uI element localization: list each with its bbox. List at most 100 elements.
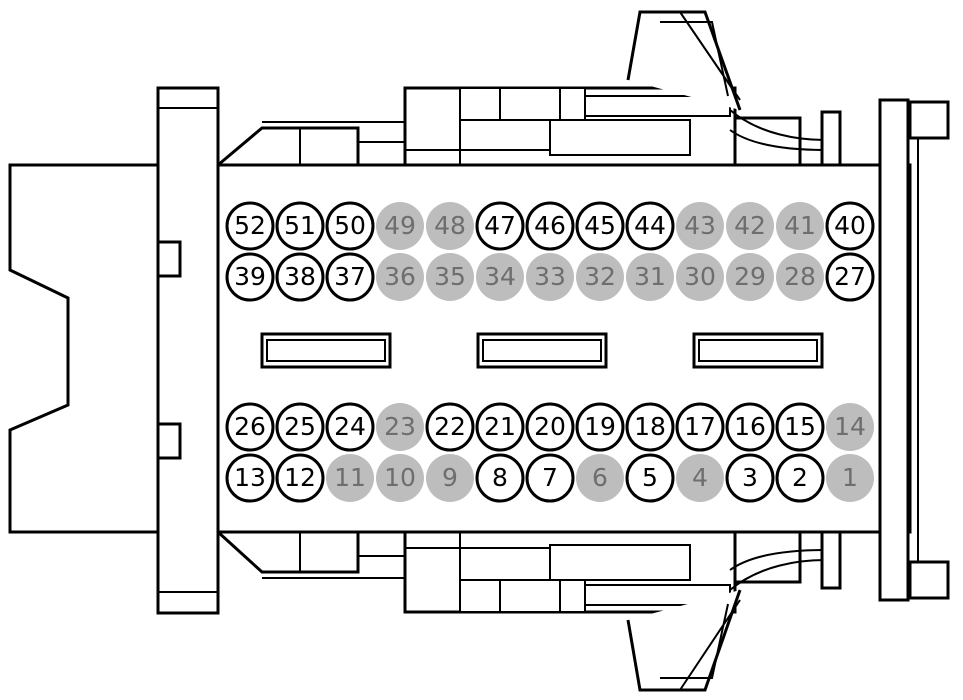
key-slot-inner — [266, 339, 386, 362]
pin-circle-unused — [426, 202, 474, 250]
pin-circle-used — [425, 402, 475, 452]
pin-circle-unused — [526, 253, 574, 301]
pin-16: 16 — [725, 402, 775, 452]
pin-circle-used — [525, 402, 575, 452]
lower-ramp — [216, 530, 360, 574]
upper-ramp — [217, 126, 360, 167]
pin-33: 33 — [526, 253, 574, 301]
pin-circle-unused — [326, 454, 374, 502]
left-flange — [156, 86, 220, 615]
pin-17: 17 — [675, 402, 725, 452]
pin-3: 3 — [725, 453, 775, 503]
pin-label: 41 — [784, 211, 816, 240]
pin-35: 35 — [426, 253, 474, 301]
pin-label: 44 — [634, 211, 666, 240]
pin-label: 37 — [334, 262, 366, 291]
pin-label: 5 — [642, 463, 658, 492]
pin-label: 2 — [792, 463, 808, 492]
pin-circle-used — [275, 252, 325, 302]
pin-circle-unused — [376, 253, 424, 301]
pin-circle-used — [775, 453, 825, 503]
pin-label: 14 — [834, 412, 866, 441]
pin-19: 19 — [575, 402, 625, 452]
pin-circle-used — [625, 453, 675, 503]
pin-label: 18 — [634, 412, 666, 441]
pin-circle-used — [225, 252, 275, 302]
pin-circle-unused — [376, 202, 424, 250]
lower-latch-block — [549, 544, 691, 581]
pin-49: 49 — [376, 202, 424, 250]
pin-45: 45 — [575, 201, 625, 251]
key-slot-inner — [482, 339, 602, 362]
key-slot — [476, 332, 608, 369]
pin-label: 13 — [234, 463, 266, 492]
pin-label: 45 — [584, 211, 616, 240]
pin-circle-used — [325, 402, 375, 452]
pin-label: 35 — [434, 262, 466, 291]
pin-36: 36 — [376, 253, 424, 301]
pin-circle-used — [275, 402, 325, 452]
pin-label: 34 — [484, 262, 516, 291]
upper-step — [735, 116, 802, 165]
lower-cable — [729, 559, 826, 591]
pin-circle-unused — [576, 454, 624, 502]
pin-label: 48 — [434, 211, 466, 240]
key-slots — [260, 332, 824, 369]
key-slot — [260, 332, 392, 369]
plug-nose — [8, 163, 158, 534]
pin-27: 27 — [825, 252, 875, 302]
pin-52: 52 — [225, 201, 275, 251]
pin-label: 25 — [284, 412, 316, 441]
pin-circle-used — [325, 201, 375, 251]
pin-14: 14 — [826, 403, 874, 451]
pin-label: 33 — [534, 262, 566, 291]
pin-circle-used — [675, 402, 725, 452]
pin-label: 1 — [842, 463, 858, 492]
pin-label: 29 — [734, 262, 766, 291]
pin-circle-used — [225, 453, 275, 503]
pin-label: 51 — [284, 211, 316, 240]
upper-rail-step — [299, 128, 359, 165]
pin-label: 47 — [484, 211, 516, 240]
pin-39: 39 — [225, 252, 275, 302]
pin-11: 11 — [326, 454, 374, 502]
pin-label: 40 — [834, 211, 866, 240]
right-post — [820, 110, 842, 167]
pin-9: 9 — [426, 454, 474, 502]
side-latch-tab — [156, 240, 182, 278]
pin-label: 36 — [384, 262, 416, 291]
pin-label: 28 — [784, 262, 816, 291]
pin-circle-unused — [726, 202, 774, 250]
lower-fin — [626, 589, 742, 692]
pin-label: 27 — [834, 262, 866, 291]
pin-circle-unused — [476, 253, 524, 301]
pin-13: 13 — [225, 453, 275, 503]
pin-label: 11 — [334, 463, 366, 492]
pin-circle-used — [625, 201, 675, 251]
pin-51: 51 — [275, 201, 325, 251]
pin-28: 28 — [776, 253, 824, 301]
pin-22: 22 — [425, 402, 475, 452]
pin-label: 31 — [634, 262, 666, 291]
pin-circle-used — [775, 402, 825, 452]
pin-label: 22 — [434, 412, 466, 441]
pin-30: 30 — [676, 253, 724, 301]
pin-40: 40 — [825, 201, 875, 251]
pin-48: 48 — [426, 202, 474, 250]
pin-circle-unused — [676, 454, 724, 502]
right-post — [820, 530, 842, 590]
upper-latch-block — [549, 119, 691, 156]
pin-4: 4 — [676, 454, 724, 502]
pin-label: 19 — [584, 412, 616, 441]
pin-label: 15 — [784, 412, 816, 441]
pin-21: 21 — [475, 402, 525, 452]
pin-circle-used — [275, 201, 325, 251]
pin-circle-used — [575, 402, 625, 452]
pin-label: 7 — [542, 463, 558, 492]
pin-31: 31 — [626, 253, 674, 301]
pin-circle-used — [725, 453, 775, 503]
pin-41: 41 — [776, 202, 824, 250]
lower-latch-block — [499, 579, 561, 613]
